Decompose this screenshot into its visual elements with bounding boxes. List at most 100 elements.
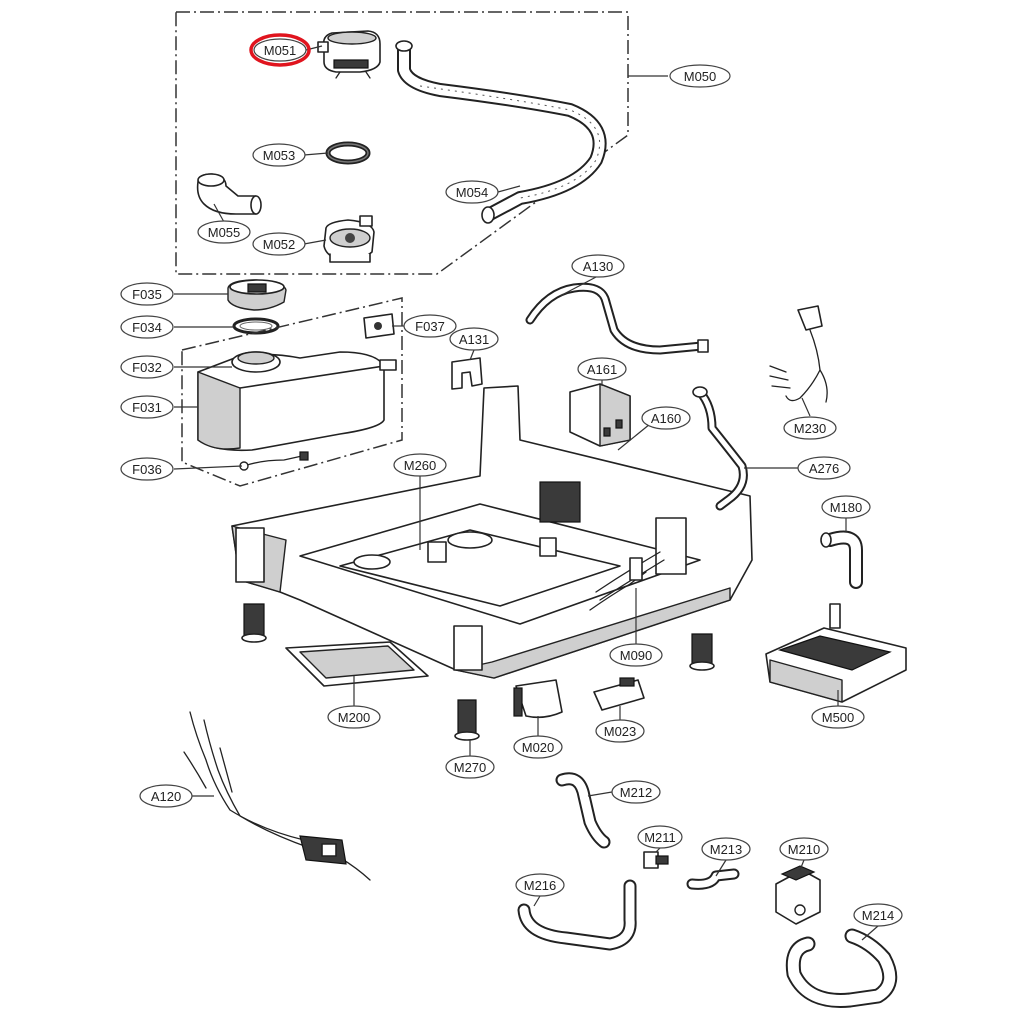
part-m023-bracket (593, 677, 645, 711)
callout-f035: F035 (120, 282, 174, 306)
part-a161-block (569, 383, 631, 447)
callout-label: M212 (620, 785, 653, 800)
callout-m213: M213 (701, 837, 751, 861)
part-m500-control-board (765, 603, 907, 703)
callout-label: M216 (524, 878, 557, 893)
callout-a276: A276 (797, 456, 851, 480)
callout-m200: M200 (327, 705, 381, 729)
callout-label: A131 (459, 332, 489, 347)
callout-m020: M020 (513, 735, 563, 759)
callout-label: F032 (132, 360, 162, 375)
callout-a161: A161 (577, 357, 627, 381)
part-f031-tank (197, 351, 397, 452)
part-m053-gasket (325, 141, 371, 165)
callout-f031: F031 (120, 395, 174, 419)
callout-label: A120 (151, 789, 181, 804)
part-m230-power-cord (769, 305, 828, 403)
callout-a120: A120 (139, 784, 193, 808)
callout-a131: A131 (449, 327, 499, 351)
callout-label: M180 (830, 500, 863, 515)
part-m212-hose (555, 772, 611, 849)
callout-m212: M212 (611, 780, 661, 804)
callout-label: A160 (651, 411, 681, 426)
callout-label: M053 (263, 148, 296, 163)
part-m051-cap (317, 30, 381, 79)
callout-label: M090 (620, 648, 653, 663)
highlight-ring (249, 33, 311, 67)
part-f035-cap (227, 279, 287, 311)
callout-label: M270 (454, 760, 487, 775)
part-m180-elbow (820, 530, 863, 589)
part-f034-ring (232, 317, 280, 335)
callout-f032: F032 (120, 355, 174, 379)
part-m055-elbow (196, 173, 262, 215)
callout-label: M051 (264, 43, 297, 58)
part-m054-hose (395, 40, 607, 224)
callout-label: M210 (788, 842, 821, 857)
callout-m270: M270 (445, 755, 495, 779)
callout-m216: M216 (515, 873, 565, 897)
callout-m211: M211 (637, 825, 683, 849)
callout-label: M020 (522, 740, 555, 755)
callout-label: M211 (644, 830, 676, 845)
callout-a160: A160 (641, 406, 691, 430)
callout-label: A161 (587, 362, 617, 377)
callout-m051: M051 (253, 38, 307, 62)
part-m200-pad (285, 641, 429, 687)
part-m270-foot (454, 699, 480, 741)
part-m214-hose (785, 928, 898, 1008)
callout-m055: M055 (197, 220, 251, 244)
callout-m052: M052 (252, 232, 306, 256)
callout-label: M055 (208, 225, 241, 240)
callout-label: F035 (132, 287, 162, 302)
callout-m090: M090 (609, 643, 663, 667)
callout-m260: M260 (393, 453, 447, 477)
part-a276-hose (692, 386, 748, 511)
callout-label: M023 (604, 724, 637, 739)
callout-label: F036 (132, 462, 162, 477)
callout-label: A276 (809, 461, 839, 476)
part-m210-valve (775, 865, 821, 925)
callout-label: M054 (456, 185, 489, 200)
part-m090-harness (589, 557, 647, 611)
callout-m054: M054 (445, 180, 499, 204)
callout-label: F031 (132, 400, 162, 415)
callout-label: M052 (263, 237, 296, 252)
callout-label: M050 (684, 69, 717, 84)
part-a130-hose (525, 282, 709, 355)
callout-m500: M500 (811, 705, 865, 729)
callout-label: M500 (822, 710, 855, 725)
callout-f037: F037 (403, 314, 457, 338)
callout-f036: F036 (120, 457, 174, 481)
callout-label: M213 (710, 842, 743, 857)
callout-m053: M053 (252, 143, 306, 167)
part-a120-harness (183, 711, 371, 881)
callout-label: F037 (415, 319, 445, 334)
part-m020-saddle (513, 679, 563, 719)
part-m213-elbow (686, 868, 740, 890)
callout-label: A130 (583, 259, 613, 274)
part-base-frame (231, 385, 753, 679)
callout-label: M260 (404, 458, 437, 473)
callout-m180: M180 (821, 495, 871, 519)
callout-label: M200 (338, 710, 371, 725)
callout-label: M214 (862, 908, 895, 923)
part-m216-hose (517, 879, 637, 951)
callout-f034: F034 (120, 315, 174, 339)
part-foot-left (241, 603, 267, 643)
part-foot-right (689, 633, 715, 671)
leader-lines (173, 45, 879, 941)
callout-m230: M230 (783, 416, 837, 440)
callout-label: M230 (794, 421, 827, 436)
assembly-frame-m050 (175, 11, 629, 275)
part-f037-bracket (363, 313, 395, 339)
callout-m050: M050 (669, 64, 731, 88)
callout-m214: M214 (853, 903, 903, 927)
part-m052-pump (323, 215, 375, 263)
part-m211-fitting (643, 851, 669, 869)
callout-label: F034 (132, 320, 162, 335)
part-a131-clip (451, 357, 483, 390)
callout-a130: A130 (571, 254, 625, 278)
callout-m023: M023 (595, 719, 645, 743)
